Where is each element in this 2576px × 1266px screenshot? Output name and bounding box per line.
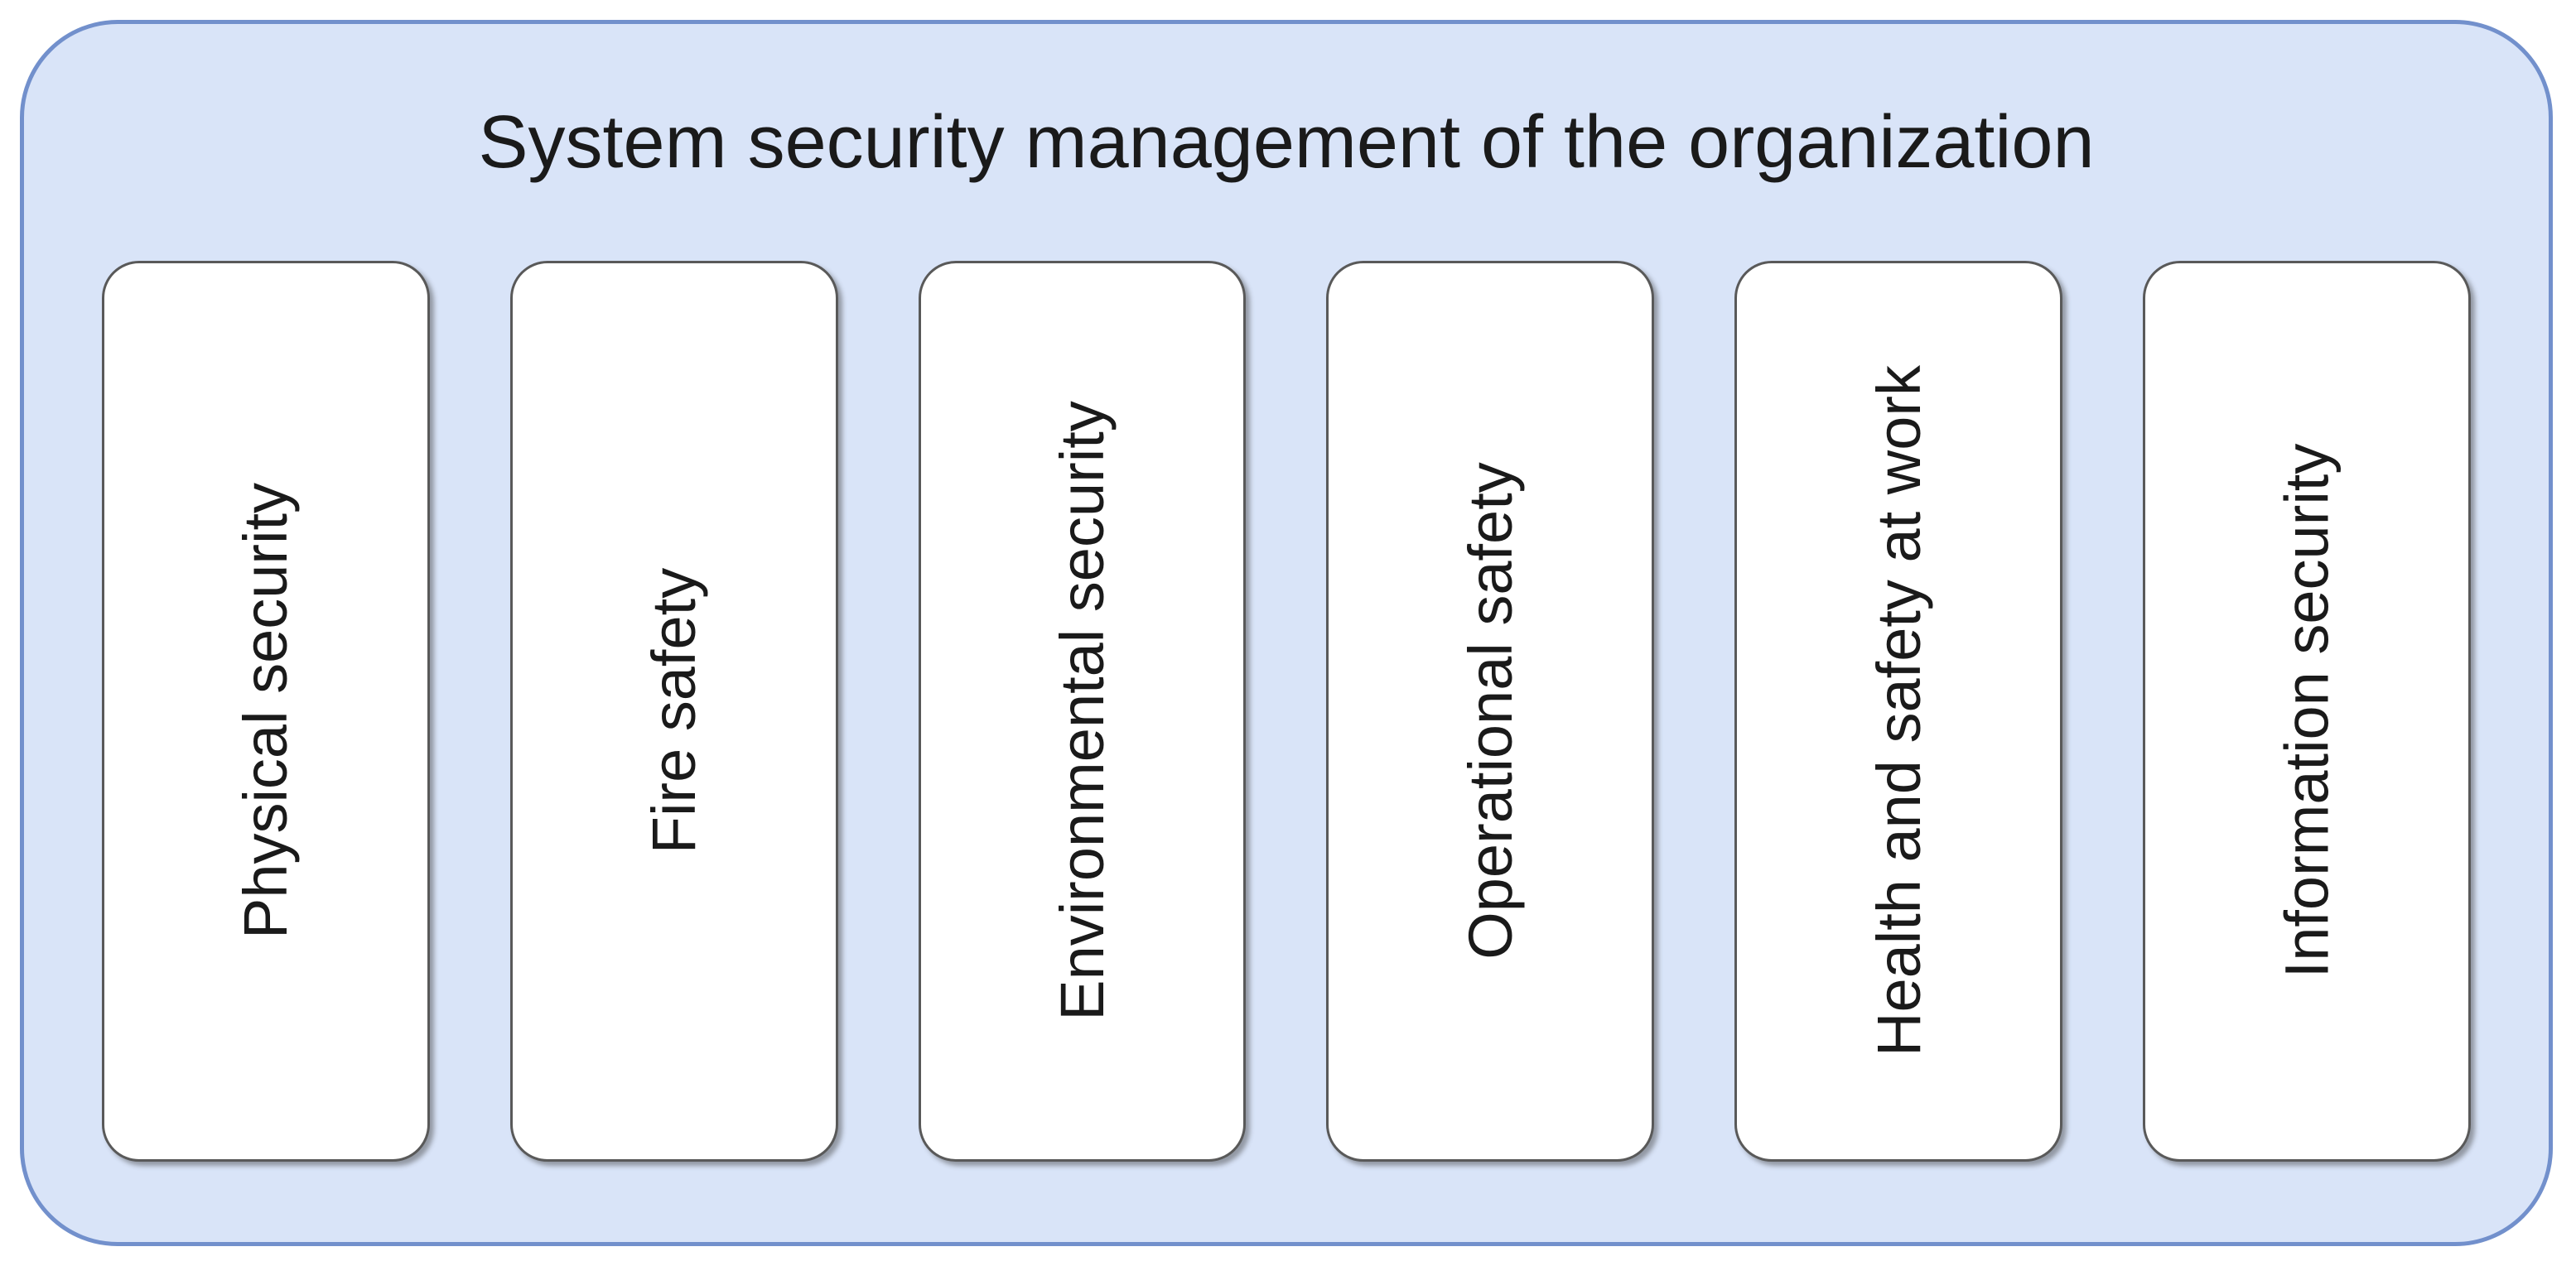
box-environmental-security: Environmental security — [918, 261, 1247, 1162]
box-label: Physical security — [231, 483, 301, 940]
box-label: Environmental security — [1048, 401, 1117, 1022]
box-operational-safety: Operational safety — [1326, 261, 1655, 1162]
diagram-title: System security management of the organi… — [478, 100, 2095, 184]
title-area: System security management of the organi… — [24, 24, 2549, 261]
bottom-spacer — [24, 1162, 2549, 1242]
box-label: Fire safety — [639, 568, 709, 854]
security-management-group: System security management of the organi… — [20, 20, 2553, 1246]
box-health-and-safety-at-work: Health and safety at work — [1734, 261, 2063, 1162]
box-label: Operational safety — [1455, 462, 1525, 960]
box-label: Health and safety at work — [1864, 365, 1933, 1057]
box-label: Information security — [2272, 444, 2342, 979]
box-physical-security: Physical security — [102, 261, 430, 1162]
security-domains-row: Physical security Fire safety Environmen… — [24, 261, 2549, 1162]
box-information-security: Information security — [2143, 261, 2471, 1162]
box-fire-safety: Fire safety — [509, 261, 838, 1162]
